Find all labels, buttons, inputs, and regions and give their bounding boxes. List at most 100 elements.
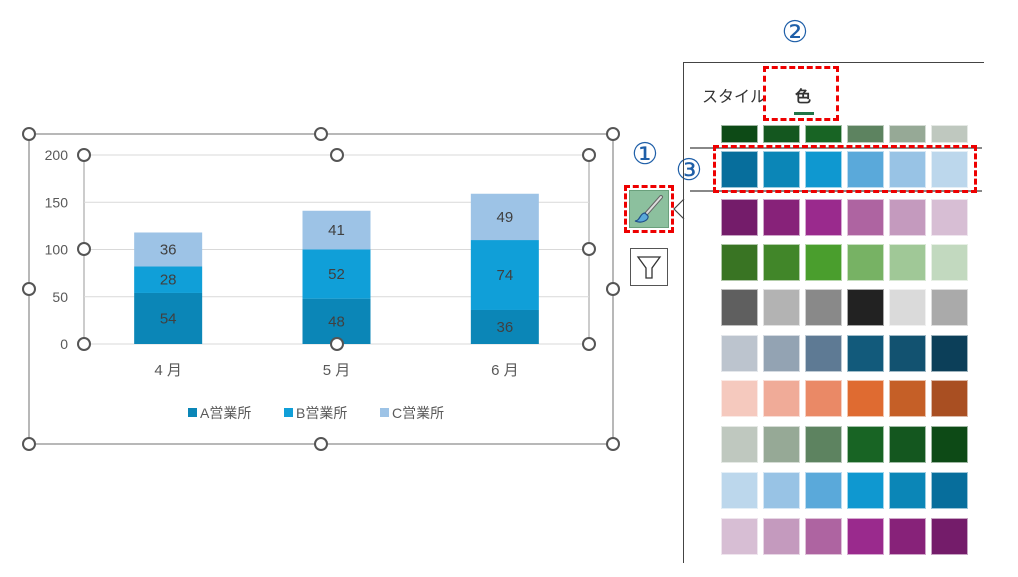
data-label: 49 [496,209,513,226]
color-swatch[interactable] [889,125,926,143]
highlight-box-3 [713,145,977,193]
chart-styles-button[interactable] [629,190,669,228]
bar-segment [302,210,371,250]
data-label: 54 [160,310,177,327]
color-swatch[interactable] [721,472,758,509]
color-swatch[interactable] [763,289,800,326]
resize-handle[interactable] [22,282,36,296]
funnel-icon [636,256,662,279]
highlight-box-2 [763,66,839,121]
color-swatch[interactable] [931,472,968,509]
data-label: 48 [328,313,345,330]
color-swatch[interactable] [931,426,968,463]
color-swatch[interactable] [805,199,842,236]
data-label: 52 [328,266,345,283]
color-swatch[interactable] [847,289,884,326]
color-swatch[interactable] [847,151,884,188]
color-swatch[interactable] [889,426,926,463]
color-swatch[interactable] [847,518,884,555]
color-swatch[interactable] [805,380,842,417]
color-swatch[interactable] [889,244,926,281]
color-swatch[interactable] [763,380,800,417]
color-swatch[interactable] [763,244,800,281]
color-swatch[interactable] [847,335,884,372]
resize-handle[interactable] [330,337,344,351]
resize-handle[interactable] [606,282,620,296]
resize-handle[interactable] [582,148,596,162]
resize-handle[interactable] [330,148,344,162]
color-swatch[interactable] [931,380,968,417]
color-swatch[interactable] [931,289,968,326]
paintbrush-icon [634,195,663,223]
color-swatch[interactable] [763,472,800,509]
tab-style[interactable]: スタイル [702,89,767,106]
resize-handle[interactable] [606,127,620,141]
color-swatch[interactable] [721,125,758,143]
x-tick-label: 4 月 [154,362,182,379]
color-swatch[interactable] [805,518,842,555]
color-swatch[interactable] [847,380,884,417]
highlight-box-1 [624,185,674,233]
color-swatch[interactable] [847,472,884,509]
color-swatch[interactable] [889,380,926,417]
color-swatch[interactable] [721,380,758,417]
color-swatch[interactable] [763,199,800,236]
color-swatch[interactable] [931,151,968,188]
color-swatch[interactable] [721,426,758,463]
panel-pointer [673,198,685,220]
color-swatch[interactable] [931,244,968,281]
color-swatch[interactable] [847,244,884,281]
color-swatch[interactable] [889,289,926,326]
color-swatch[interactable] [763,426,800,463]
resize-handle[interactable] [77,337,91,351]
color-swatch[interactable] [889,472,926,509]
annotation-1: ① [631,138,659,171]
color-swatch[interactable] [931,125,968,143]
color-swatch[interactable] [931,335,968,372]
color-swatch[interactable] [889,335,926,372]
color-swatch[interactable] [805,426,842,463]
resize-handle[interactable] [582,337,596,351]
color-swatch[interactable] [721,289,758,326]
color-swatch[interactable] [721,199,758,236]
color-swatch[interactable] [721,518,758,555]
resize-handle[interactable] [314,437,328,451]
color-swatch[interactable] [805,289,842,326]
color-swatch[interactable] [805,151,842,188]
color-swatch[interactable] [805,125,842,143]
color-swatch[interactable] [763,125,800,143]
resize-handle[interactable] [77,242,91,256]
y-tick-label: 0 [60,336,68,352]
color-swatch[interactable] [763,151,800,188]
resize-handle[interactable] [582,242,596,256]
resize-handle[interactable] [314,127,328,141]
bar-segment [470,240,539,310]
color-swatch[interactable] [931,518,968,555]
color-swatch[interactable] [805,472,842,509]
resize-handle[interactable] [22,437,36,451]
bar-segment [302,249,371,299]
color-swatch[interactable] [847,426,884,463]
color-swatch[interactable] [931,199,968,236]
legend-swatch [380,408,389,417]
resize-handle[interactable] [77,148,91,162]
color-swatch[interactable] [721,335,758,372]
bar-segment [470,309,539,344]
color-swatch[interactable] [889,199,926,236]
color-swatch[interactable] [847,125,884,143]
color-swatch[interactable] [889,151,926,188]
data-label: 74 [496,267,513,284]
color-swatch[interactable] [763,335,800,372]
color-swatch[interactable] [763,518,800,555]
tab-color[interactable]: 色 [795,89,812,106]
color-swatch[interactable] [805,335,842,372]
chart-filters-button[interactable] [630,248,668,286]
color-swatch[interactable] [889,518,926,555]
color-swatch[interactable] [721,151,758,188]
resize-handle[interactable] [606,437,620,451]
color-swatch[interactable] [721,244,758,281]
color-swatch[interactable] [847,199,884,236]
color-swatch[interactable] [805,244,842,281]
resize-handle[interactable] [22,127,36,141]
